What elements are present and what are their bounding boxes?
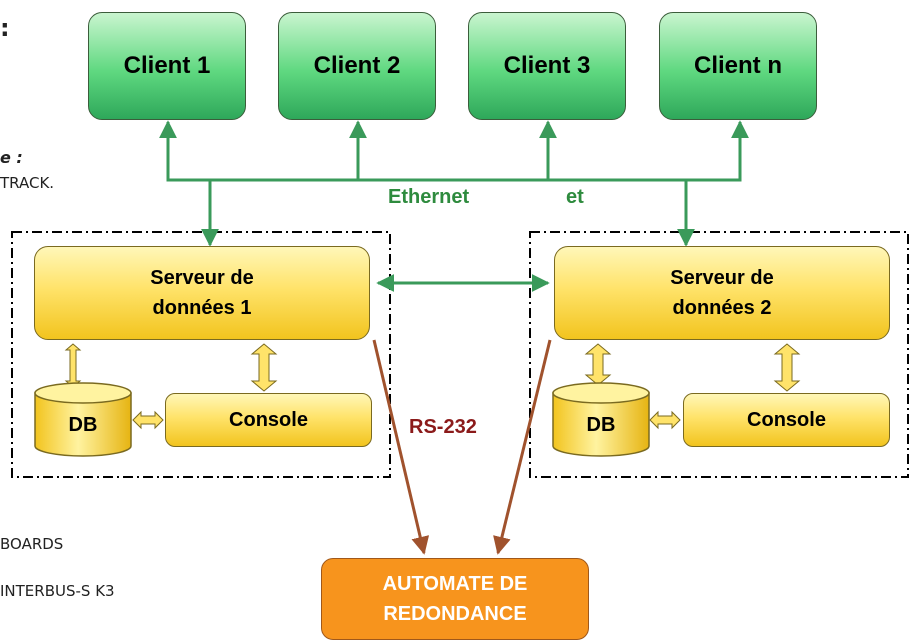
rs232-label: RS-232 [409,416,477,438]
client-2-node: Client 2 [278,12,436,120]
rs232-link-1 [372,339,430,555]
double-arrow-db-console-2 [649,410,681,430]
fragment-track: TRACK. [0,174,55,192]
database-cylinder-1 [34,382,132,457]
client-3-node: Client 3 [468,12,626,120]
db-label-1: DB [68,414,98,436]
et-label: et [566,186,584,208]
ethernet-bus [159,120,749,247]
database-cylinder-2 [552,382,650,457]
db-label-2: DB [586,414,616,436]
double-arrow-db-console-1 [132,410,164,430]
fragment-italic: e : [0,148,23,167]
double-arrow-console-2 [773,343,801,392]
client-1-node: Client 1 [88,12,246,120]
fragment-colon: : [0,14,10,42]
console-2: Console [683,393,890,447]
rs232-link-2 [493,339,552,555]
fragment-interbus: INTERBUS-S K3 [0,582,115,600]
ethernet-label: Ethernet [388,186,470,208]
double-arrow-db-1 [64,343,82,388]
data-server-2: Serveur de données 2 [554,246,890,340]
double-arrow-db-2 [584,343,612,386]
client-n-node: Client n [659,12,817,120]
enclosure-site-2 [529,231,909,478]
redundancy-controller: AUTOMATE DE REDONDANCE [321,558,589,640]
fragment-boards: BOARDS [0,535,64,553]
double-arrow-console-1 [250,343,278,392]
data-server-1: Serveur de données 1 [34,246,370,340]
console-1: Console [165,393,372,447]
